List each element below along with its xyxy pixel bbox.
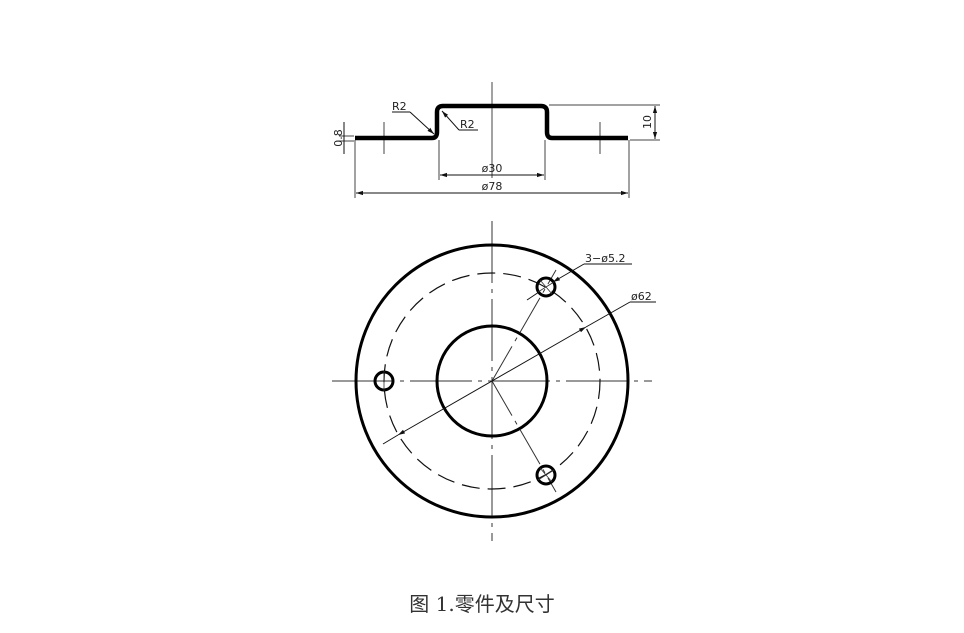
leader-r2-outer — [409, 111, 435, 135]
plan-view: 3−ø5.2 ø62 — [332, 221, 656, 541]
hole-circle — [535, 276, 557, 298]
dim-bolt-circle: ø62 — [631, 290, 652, 303]
hole-left — [373, 370, 395, 392]
hole-cross-b — [537, 469, 555, 481]
dim-line-bolt-circle-ext-a — [382, 434, 399, 445]
dim-thickness: 0.8 — [332, 129, 345, 147]
dim-outer-radius: R2 — [392, 100, 407, 113]
leader-holes-tail — [526, 291, 540, 301]
leader-r2-inner — [441, 110, 460, 131]
dim-line-bolt-circle-ext-b — [585, 301, 631, 328]
outer-flange-circle — [354, 243, 630, 519]
leader-holes — [552, 263, 585, 283]
section-view: ø30 ø78 10 0.8 R2 R2 — [332, 82, 660, 198]
dim-line-bolt-circle — [397, 326, 587, 436]
hole-bottom-right — [535, 464, 557, 486]
hole-circle — [535, 464, 557, 486]
hole-top-right — [535, 276, 557, 298]
dim-holes: 3−ø5.2 — [585, 252, 625, 265]
dim-flange-diameter: ø78 — [482, 180, 503, 193]
dim-height: 10 — [641, 115, 654, 129]
dim-boss-diameter: ø30 — [482, 162, 503, 175]
figure-caption: 图 1.零件及尺寸 — [409, 592, 555, 616]
dim-inner-radius: R2 — [460, 118, 475, 131]
hat-profile — [355, 103, 628, 141]
hole-cross-b — [537, 281, 555, 293]
